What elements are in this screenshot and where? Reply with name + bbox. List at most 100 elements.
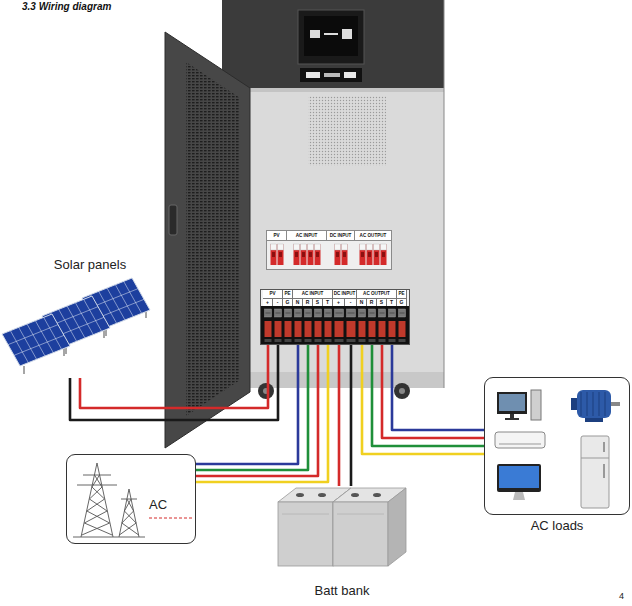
wire [196,345,328,482]
cabinet-body [250,88,444,92]
motor [599,392,600,416]
wire-bundle [70,345,278,420]
breaker-pole [308,244,314,265]
wire [350,345,353,486]
breaker-pole [381,244,387,250]
solar-panels: Solar panels [0,254,154,378]
motor [611,402,620,406]
power-tower [82,523,110,535]
display-screen [324,33,338,35]
breaker-pole [294,244,300,265]
breaker-pole [342,244,348,265]
battery-terminal [351,493,359,497]
breaker-pole [301,244,307,250]
breaker-pole [308,244,314,250]
power-tower [122,511,134,523]
cabinet-body [444,0,445,388]
terminal-clamp [347,339,356,342]
pc-tower [531,390,541,420]
fridge [581,436,609,508]
terminal-screw [275,309,282,317]
breaker-bank [267,241,391,269]
terminal-screw [316,313,321,314]
power-tower [124,511,136,523]
power-tower [83,475,111,476]
breaker-toggle [375,252,378,257]
breaker-pole [278,244,284,250]
wire-bundle [339,345,351,486]
power-tower [129,489,139,537]
power-tower [92,475,100,487]
terminal-screw [347,309,356,317]
cabinet-door [165,32,250,448]
wire [80,345,268,408]
breaker-label: AC INPUT [287,231,327,240]
wire-bundle [362,345,484,454]
terminal-clamp [379,321,386,337]
panel-grid [44,317,62,349]
terminal-clamp [389,339,396,342]
terminal-screw [379,309,386,317]
terminal-clamp [285,321,292,337]
power-tower [84,523,112,535]
breaker-pole [315,244,321,250]
terminal-clamp [399,339,406,342]
wire [372,345,484,446]
terminal-screw [295,309,302,317]
wire [196,345,298,464]
terminal-block [261,306,409,344]
breaker-pole [315,244,321,265]
power-tower [97,463,113,537]
imac [499,466,539,488]
power-tower [87,511,110,523]
power-tower [122,523,139,535]
breaker-pole [342,244,348,250]
power-tower [119,489,129,537]
breaker-toggle [336,252,339,257]
terminal-screw [359,309,366,317]
terminal-clamp [325,321,332,337]
display-screen [304,16,358,56]
panel-grid [35,321,53,353]
terminal-pin-label: R [303,299,313,306]
terminal-strip: PVPEAC INPUTDC INPUTAC OUTPUTPE+-GNRST+-… [260,289,410,345]
terminal-screw [400,313,405,314]
terminal-screw [380,313,385,314]
breaker-pole [374,244,380,265]
battery [337,514,384,515]
terminal-screw [360,313,365,314]
terminal-screw [399,309,406,317]
panel-grid [67,306,85,338]
cabinet-door [165,32,250,448]
power-tower [87,499,105,511]
wire [196,345,308,470]
display-screen [298,10,364,64]
breaker-toggle [272,252,275,257]
pc-monitor [499,394,525,411]
fridge [603,442,605,452]
battery [278,502,333,566]
wheel [258,383,410,399]
terminal-block [261,306,409,344]
node-label: Batt bank [315,583,370,598]
solar-panel-picture [0,254,154,378]
display-screen [298,10,364,82]
panel-stand [23,366,25,374]
panel-grid [14,335,64,355]
battery [333,502,388,566]
breaker-toggle [309,252,312,257]
terminal-screw [315,309,322,317]
power-tower [124,499,131,511]
panel-grid [115,285,133,317]
battery-terminal [373,493,381,497]
terminal-pin-label: + [263,299,273,306]
terminal-clamp [359,321,366,337]
terminal-screw [326,313,331,314]
panel-grid [27,324,45,356]
terminal-clamp [275,339,282,342]
breaker-toggle [316,252,319,257]
terminal-pin-label: + [333,299,345,306]
battery [282,514,329,515]
panel-grid [84,299,102,331]
